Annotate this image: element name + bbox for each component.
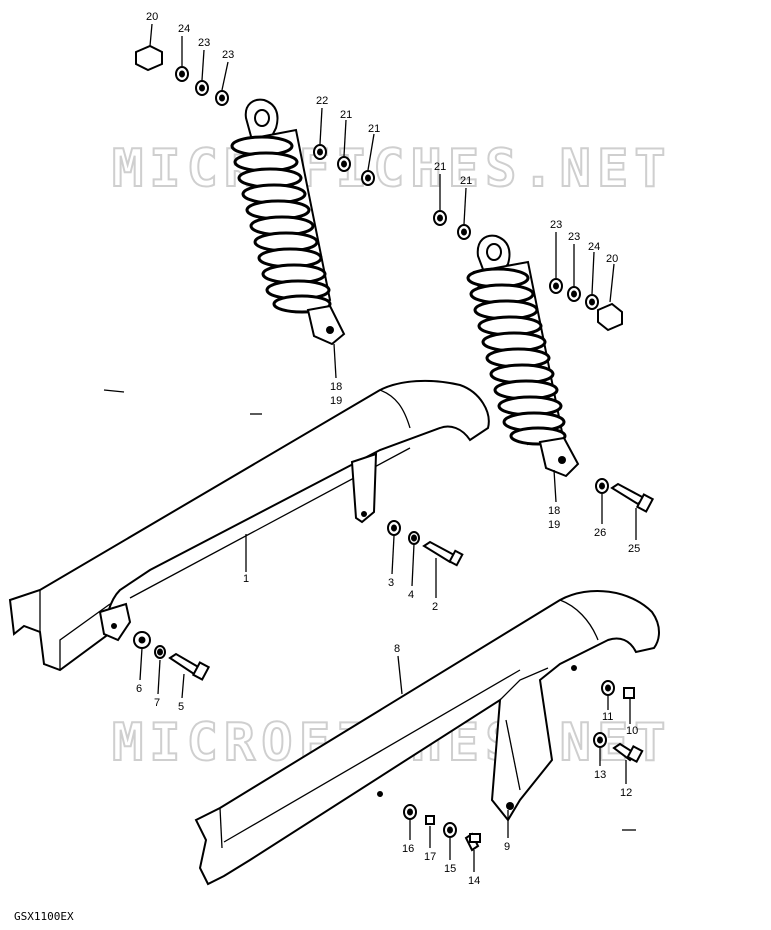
callout-23: 23	[198, 37, 210, 49]
callout-12: 12	[620, 787, 632, 799]
callout-23: 23	[550, 219, 562, 231]
callout-13: 13	[594, 769, 606, 781]
callout-5: 5	[178, 701, 184, 713]
callout-4: 4	[408, 589, 414, 601]
callout-26: 26	[594, 527, 606, 539]
hardware-parts	[133, 44, 655, 852]
callout-18: 18	[330, 381, 342, 393]
callout-18: 18	[548, 505, 560, 517]
stray-marks	[103, 389, 636, 831]
callout-17: 17	[424, 851, 436, 863]
callout-3: 3	[388, 577, 394, 589]
callout-8: 8	[394, 643, 400, 655]
callout-15: 15	[444, 863, 456, 875]
callout-7: 7	[154, 697, 160, 709]
nut-icon	[135, 44, 163, 72]
chain-case-lower	[194, 589, 660, 886]
callout-9: 9	[504, 841, 510, 853]
callout-22: 22	[316, 95, 328, 107]
watermark-top: MICROFICHES.NET	[112, 139, 672, 199]
callout-24: 24	[178, 23, 190, 35]
callout-20: 20	[606, 253, 618, 265]
callout-1: 1	[243, 573, 249, 585]
callout-19: 19	[330, 395, 342, 407]
callout-19: 19	[548, 519, 560, 531]
shock-absorber-left	[230, 98, 346, 346]
callout-21: 21	[340, 109, 352, 121]
callout-25: 25	[628, 543, 640, 555]
callout-6: 6	[136, 683, 142, 695]
model-code: GSX1100EX	[14, 910, 74, 923]
callout-10: 10	[626, 725, 638, 737]
callout-23: 23	[222, 49, 234, 61]
callout-16: 16	[402, 843, 414, 855]
callout-21: 21	[434, 161, 446, 173]
callout-20: 20	[146, 11, 158, 23]
callout-11: 11	[602, 711, 613, 723]
callout-14: 14	[468, 875, 480, 887]
callout-2: 2	[432, 601, 438, 613]
callout-23: 23	[568, 231, 580, 243]
chain-case-upper	[8, 379, 490, 672]
shock-absorber-right	[466, 234, 580, 478]
callout-21: 21	[368, 123, 380, 135]
callout-21: 21	[460, 175, 472, 187]
leader-lines	[139, 23, 637, 872]
callout-24: 24	[588, 241, 600, 253]
callout-labels: 20 24 23 23 22 21 21 21 21 23 23 24 20 1…	[136, 11, 640, 887]
